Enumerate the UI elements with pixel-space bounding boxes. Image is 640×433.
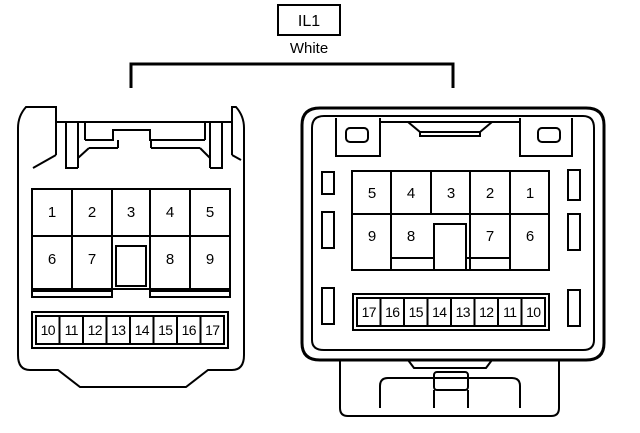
right-top-tab	[419, 132, 481, 137]
pin-label: 1	[48, 204, 56, 221]
left-center-key	[115, 245, 147, 287]
left-bar	[31, 290, 113, 298]
pin-label: 12	[479, 304, 494, 320]
right-top-rail	[335, 118, 381, 157]
pin-label: 4	[407, 185, 415, 202]
pin-label: 3	[447, 185, 455, 202]
right-bottom-tab	[433, 390, 469, 408]
right-side-rib	[567, 289, 581, 327]
pin-label: 8	[407, 228, 415, 245]
connector-color-label: White	[290, 40, 328, 57]
pin-label: 2	[88, 204, 96, 221]
left-edge-line	[231, 154, 242, 161]
pin-label: 13	[456, 304, 471, 320]
right-connector	[300, 106, 606, 417]
pin-label: 7	[88, 251, 96, 268]
pin-label: 9	[206, 251, 214, 268]
pin-label: 15	[409, 304, 424, 320]
pin-label: 10	[41, 322, 56, 338]
pin-label: 12	[88, 322, 103, 338]
right-housing-inner	[311, 115, 595, 351]
pin-label: 9	[368, 228, 376, 245]
right-side-rib	[321, 287, 335, 325]
left-connector	[17, 106, 245, 388]
pin-label: 6	[526, 228, 534, 245]
right-side-rib	[321, 171, 335, 195]
right-top-tab	[407, 121, 493, 133]
right-top-notch	[345, 127, 369, 143]
pin-label: 16	[182, 322, 197, 338]
pin-label: 11	[65, 322, 79, 338]
pin-label: 14	[135, 322, 150, 338]
right-lower-inner	[356, 297, 546, 327]
pin-label: 11	[503, 304, 517, 320]
right-side-rib	[321, 211, 335, 249]
pin-label: 3	[127, 204, 135, 221]
left-latch-tab	[85, 129, 205, 141]
connector-code-box	[277, 4, 341, 36]
pin-label: 17	[205, 322, 220, 338]
left-latch-inner	[210, 122, 223, 169]
left-upper-frame	[31, 188, 231, 290]
left-upper-grid	[31, 188, 231, 290]
left-edge-line	[32, 154, 57, 169]
pin-label: 1	[526, 185, 534, 202]
right-top-notch	[537, 127, 561, 143]
left-lower-frame	[31, 311, 229, 349]
pin-label: 15	[158, 322, 173, 338]
right-upper-divider	[390, 171, 511, 270]
right-upper-grid	[351, 170, 550, 271]
left-latch-post	[77, 122, 211, 168]
right-bottom-tab	[433, 371, 469, 391]
right-lower-frame	[352, 293, 550, 331]
pin-label: 10	[526, 304, 541, 320]
left-housing	[17, 106, 245, 388]
connector-code: IL1	[298, 13, 320, 30]
pin-label: 5	[368, 185, 376, 202]
pin-label: 5	[206, 204, 214, 221]
left-latch-slot	[117, 140, 152, 148]
right-bottom-latch	[339, 360, 560, 417]
pin-label: 6	[48, 251, 56, 268]
pin-label: 8	[166, 251, 174, 268]
pin-label: 2	[486, 185, 494, 202]
left-lower-inner	[35, 315, 225, 345]
right-bottom-latch-inner	[379, 377, 521, 408]
right-bottom-tab	[407, 359, 493, 369]
pin-label: 7	[486, 228, 494, 245]
right-housing	[300, 106, 606, 362]
right-center-key	[433, 223, 467, 271]
right-side-rib	[567, 169, 581, 201]
pin-label: 14	[432, 304, 447, 320]
left-bar	[149, 290, 231, 298]
pin-label: 13	[111, 322, 126, 338]
left-upper-divider	[71, 189, 191, 289]
right-upper-frame	[351, 170, 550, 271]
right-side-rib	[567, 213, 581, 251]
pin-label: 17	[362, 304, 377, 320]
pin-label: 4	[166, 204, 174, 221]
left-latch-inner	[65, 122, 78, 169]
bracket-line	[129, 62, 455, 88]
pin-label: 16	[385, 304, 400, 320]
right-top-rail	[519, 118, 573, 157]
left-latch-slot	[77, 147, 211, 159]
